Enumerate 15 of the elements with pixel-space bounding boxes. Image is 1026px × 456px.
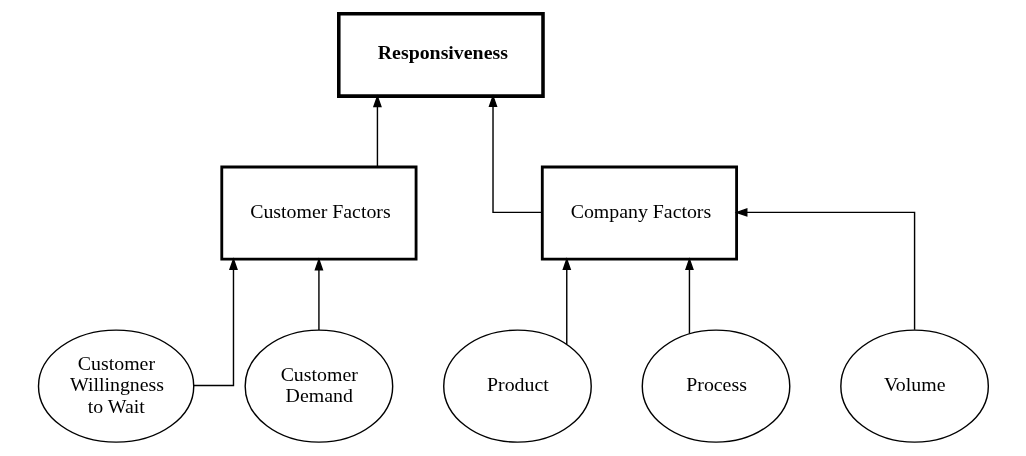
node-box: Customer Factors [219,165,417,261]
node-ellipse: Product [442,329,592,443]
node-box: Responsiveness [336,12,545,98]
arrow [734,207,915,331]
arrow [192,257,238,387]
node-ellipse: Customer Demand [243,329,393,443]
arrow [372,94,382,168]
node-ellipse: Process [641,329,790,443]
node-box: Company Factors [540,165,738,261]
arrow [313,257,323,331]
node-ellipse: Volume [839,329,989,443]
node-ellipse: Customer Willingness to Wait [37,329,194,443]
arrow [488,94,543,214]
arrow [561,257,571,345]
arrow [684,257,694,335]
